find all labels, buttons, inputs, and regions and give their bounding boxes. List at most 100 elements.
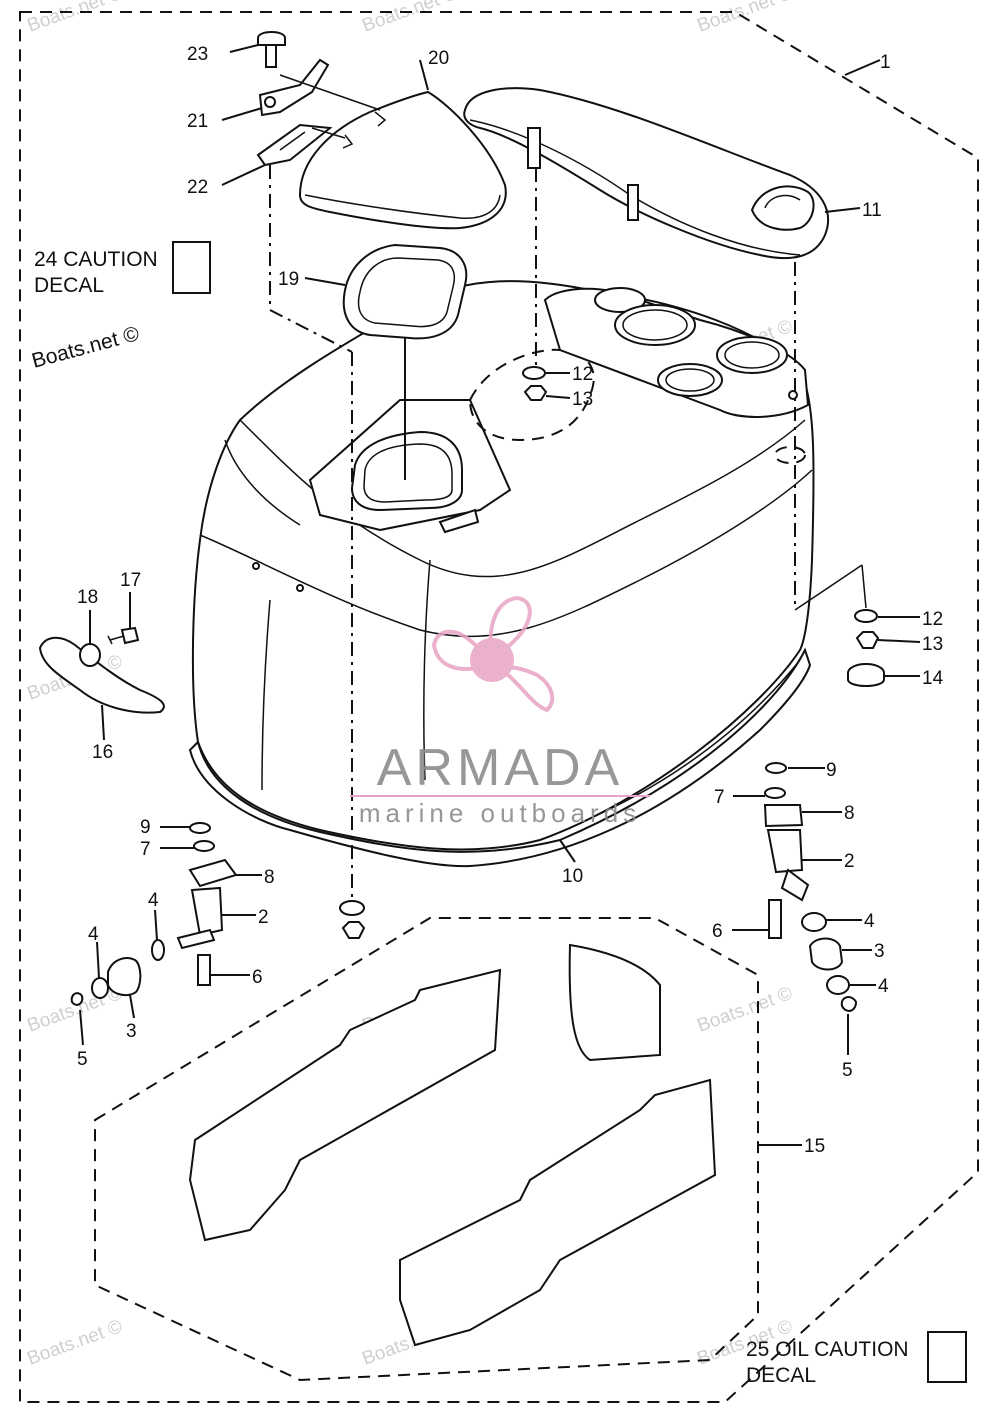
- bushing: [107, 957, 142, 997]
- callout-12: 12: [572, 364, 593, 385]
- washer: [522, 366, 546, 380]
- oil-caution-decal-line1: 25 OIL CAUTION: [746, 1338, 909, 1361]
- watermark-text: Boats.net ©: [360, 0, 461, 37]
- callout-8: 8: [264, 867, 275, 888]
- liner-group-boundary: [94, 917, 759, 1382]
- callout-18: 18: [77, 587, 98, 608]
- callout-17: 17: [120, 570, 141, 591]
- callout-14: 14: [922, 668, 944, 689]
- intake-hood-tabs: [342, 111, 387, 149]
- washer: [151, 939, 165, 961]
- plug-cap-side: [847, 673, 885, 687]
- port-ring: [614, 304, 696, 346]
- latch-bracket: [258, 58, 330, 117]
- latch-plate: [256, 123, 333, 167]
- washer: [826, 975, 850, 995]
- intake-seal: [342, 243, 468, 340]
- screw: [120, 626, 140, 645]
- intake-hood: [298, 90, 507, 230]
- callout-4: 4: [148, 890, 159, 911]
- callout-5: 5: [842, 1060, 853, 1081]
- callout-4: 4: [864, 911, 875, 932]
- port-ring-inner: [724, 341, 780, 369]
- washer: [193, 840, 215, 852]
- nut: [189, 822, 211, 834]
- callout-4: 4: [878, 976, 889, 997]
- top-cover-vent-inner: [764, 194, 801, 209]
- callout-6: 6: [252, 967, 263, 988]
- top-cover-vent: [750, 185, 815, 231]
- caution-decal-box: [172, 241, 211, 294]
- cowling-crease-vertical: [423, 559, 431, 781]
- callout-3: 3: [874, 941, 885, 962]
- oil-caution-decal-box: [927, 1331, 967, 1383]
- top-cover-stud: [527, 127, 541, 169]
- liner-panel: [399, 1078, 717, 1347]
- port-ring-inner: [622, 309, 688, 341]
- callout-7: 7: [714, 787, 725, 808]
- washer: [764, 787, 786, 799]
- leader-lines: [79, 44, 921, 1146]
- bolt: [768, 899, 782, 939]
- nut: [765, 762, 787, 774]
- callout-2: 2: [258, 907, 269, 928]
- intake-seal-inner: [357, 257, 456, 328]
- pivot-pin: [176, 928, 216, 950]
- nut: [855, 631, 880, 649]
- caution-decal-line1: 24 CAUTION: [34, 248, 158, 271]
- callout-5: 5: [77, 1049, 88, 1070]
- port-ring: [716, 336, 788, 374]
- mount-hole: [788, 390, 798, 400]
- callout-labels: 1 11 20 23 21 22 19 12 13 12 13 14 10 16…: [77, 44, 944, 1157]
- callout-4: 4: [88, 924, 99, 945]
- air-intake-inner: [363, 443, 453, 503]
- washer: [79, 643, 101, 667]
- latch-knob: [257, 31, 286, 46]
- top-cover-stud: [627, 184, 639, 221]
- brand-name: ARMADA: [377, 739, 623, 797]
- bushing: [808, 937, 844, 971]
- latch-pin: [264, 96, 276, 108]
- mount-hole-hidden: [774, 446, 806, 464]
- watermark-text: Boats.net ©: [695, 983, 796, 1037]
- callout-19: 19: [278, 269, 299, 290]
- callout-10: 10: [562, 866, 583, 887]
- bracket-plate: [763, 804, 804, 828]
- intake-hood-lip: [304, 194, 501, 219]
- callout-9: 9: [140, 817, 151, 838]
- side-pad: [38, 636, 165, 714]
- watermark-text: Boats.net ©: [25, 983, 126, 1037]
- callout-7: 7: [140, 839, 151, 860]
- callout-3: 3: [126, 1021, 137, 1042]
- snap-ring: [70, 992, 84, 1006]
- callout-21: 21: [187, 111, 208, 132]
- callout-15: 15: [804, 1136, 825, 1157]
- liner-panel: [188, 968, 502, 1242]
- watermark-text: Boats.net ©: [25, 1316, 126, 1370]
- callout-16: 16: [92, 742, 113, 763]
- callout-23: 23: [187, 44, 208, 65]
- cowling-front-curve: [224, 439, 301, 526]
- port-ring: [594, 287, 646, 313]
- propeller-icon: [431, 595, 555, 713]
- latch-tab: [438, 508, 480, 534]
- oil-caution-decal-label: 25 OIL CAUTION DECAL: [746, 1338, 909, 1387]
- caution-decal-label: 24 CAUTION DECAL: [34, 248, 158, 297]
- callout-9: 9: [826, 760, 837, 781]
- latch-assembly: [256, 31, 333, 167]
- callout-1: 1: [880, 52, 891, 73]
- cap-location: [468, 348, 595, 442]
- top-cowling: [188, 280, 815, 868]
- cowling-crease-side: [261, 599, 271, 791]
- callout-12: 12: [922, 609, 943, 630]
- bolt: [197, 954, 211, 986]
- pivot-pin: [780, 868, 810, 902]
- callout-13: 13: [572, 389, 593, 410]
- caution-decal-line2: DECAL: [34, 274, 104, 297]
- nut: [523, 385, 548, 401]
- copyright-text: Boats.net ©: [29, 322, 142, 373]
- callout-22: 22: [187, 177, 208, 198]
- callout-8: 8: [844, 803, 855, 824]
- pivot-bracket: [190, 886, 224, 937]
